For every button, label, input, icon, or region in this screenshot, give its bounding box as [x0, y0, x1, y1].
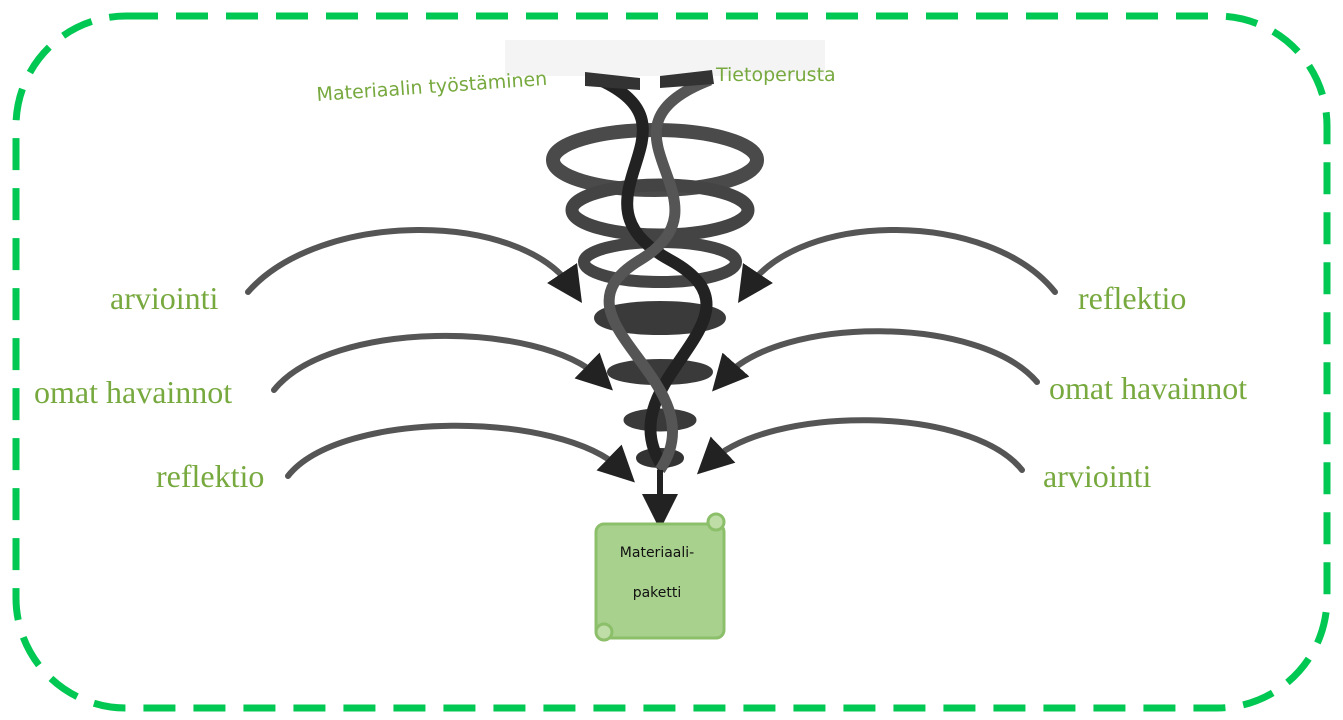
left-label-1: arviointi: [110, 282, 218, 314]
helix-loop: [626, 411, 694, 429]
arrow-right-2: [724, 331, 1037, 382]
output-scroll: [596, 514, 724, 640]
arrow-left-3: [288, 426, 622, 476]
left-label-2: omat havainnot: [34, 376, 232, 408]
output-label-line2: paketti: [602, 586, 712, 600]
helix-loop: [610, 362, 710, 382]
right-label-2: omat havainnot: [1049, 372, 1247, 404]
arrow-left-1: [248, 230, 572, 292]
right-label-1: reflektio: [1078, 282, 1186, 314]
scroll-curl-bottom: [596, 624, 612, 640]
arrow-left-2: [274, 336, 600, 390]
right-strand-label: Tietoperusta: [716, 66, 836, 85]
scroll-body: [596, 524, 724, 638]
arrow-right-3: [710, 420, 1022, 470]
right-label-3: arviointi: [1043, 460, 1151, 492]
arrow-right-1: [748, 230, 1055, 292]
scroll-curl-top: [708, 514, 724, 530]
left-label-3: reflektio: [156, 460, 264, 492]
output-label-line1: Materiaali-: [602, 546, 712, 560]
